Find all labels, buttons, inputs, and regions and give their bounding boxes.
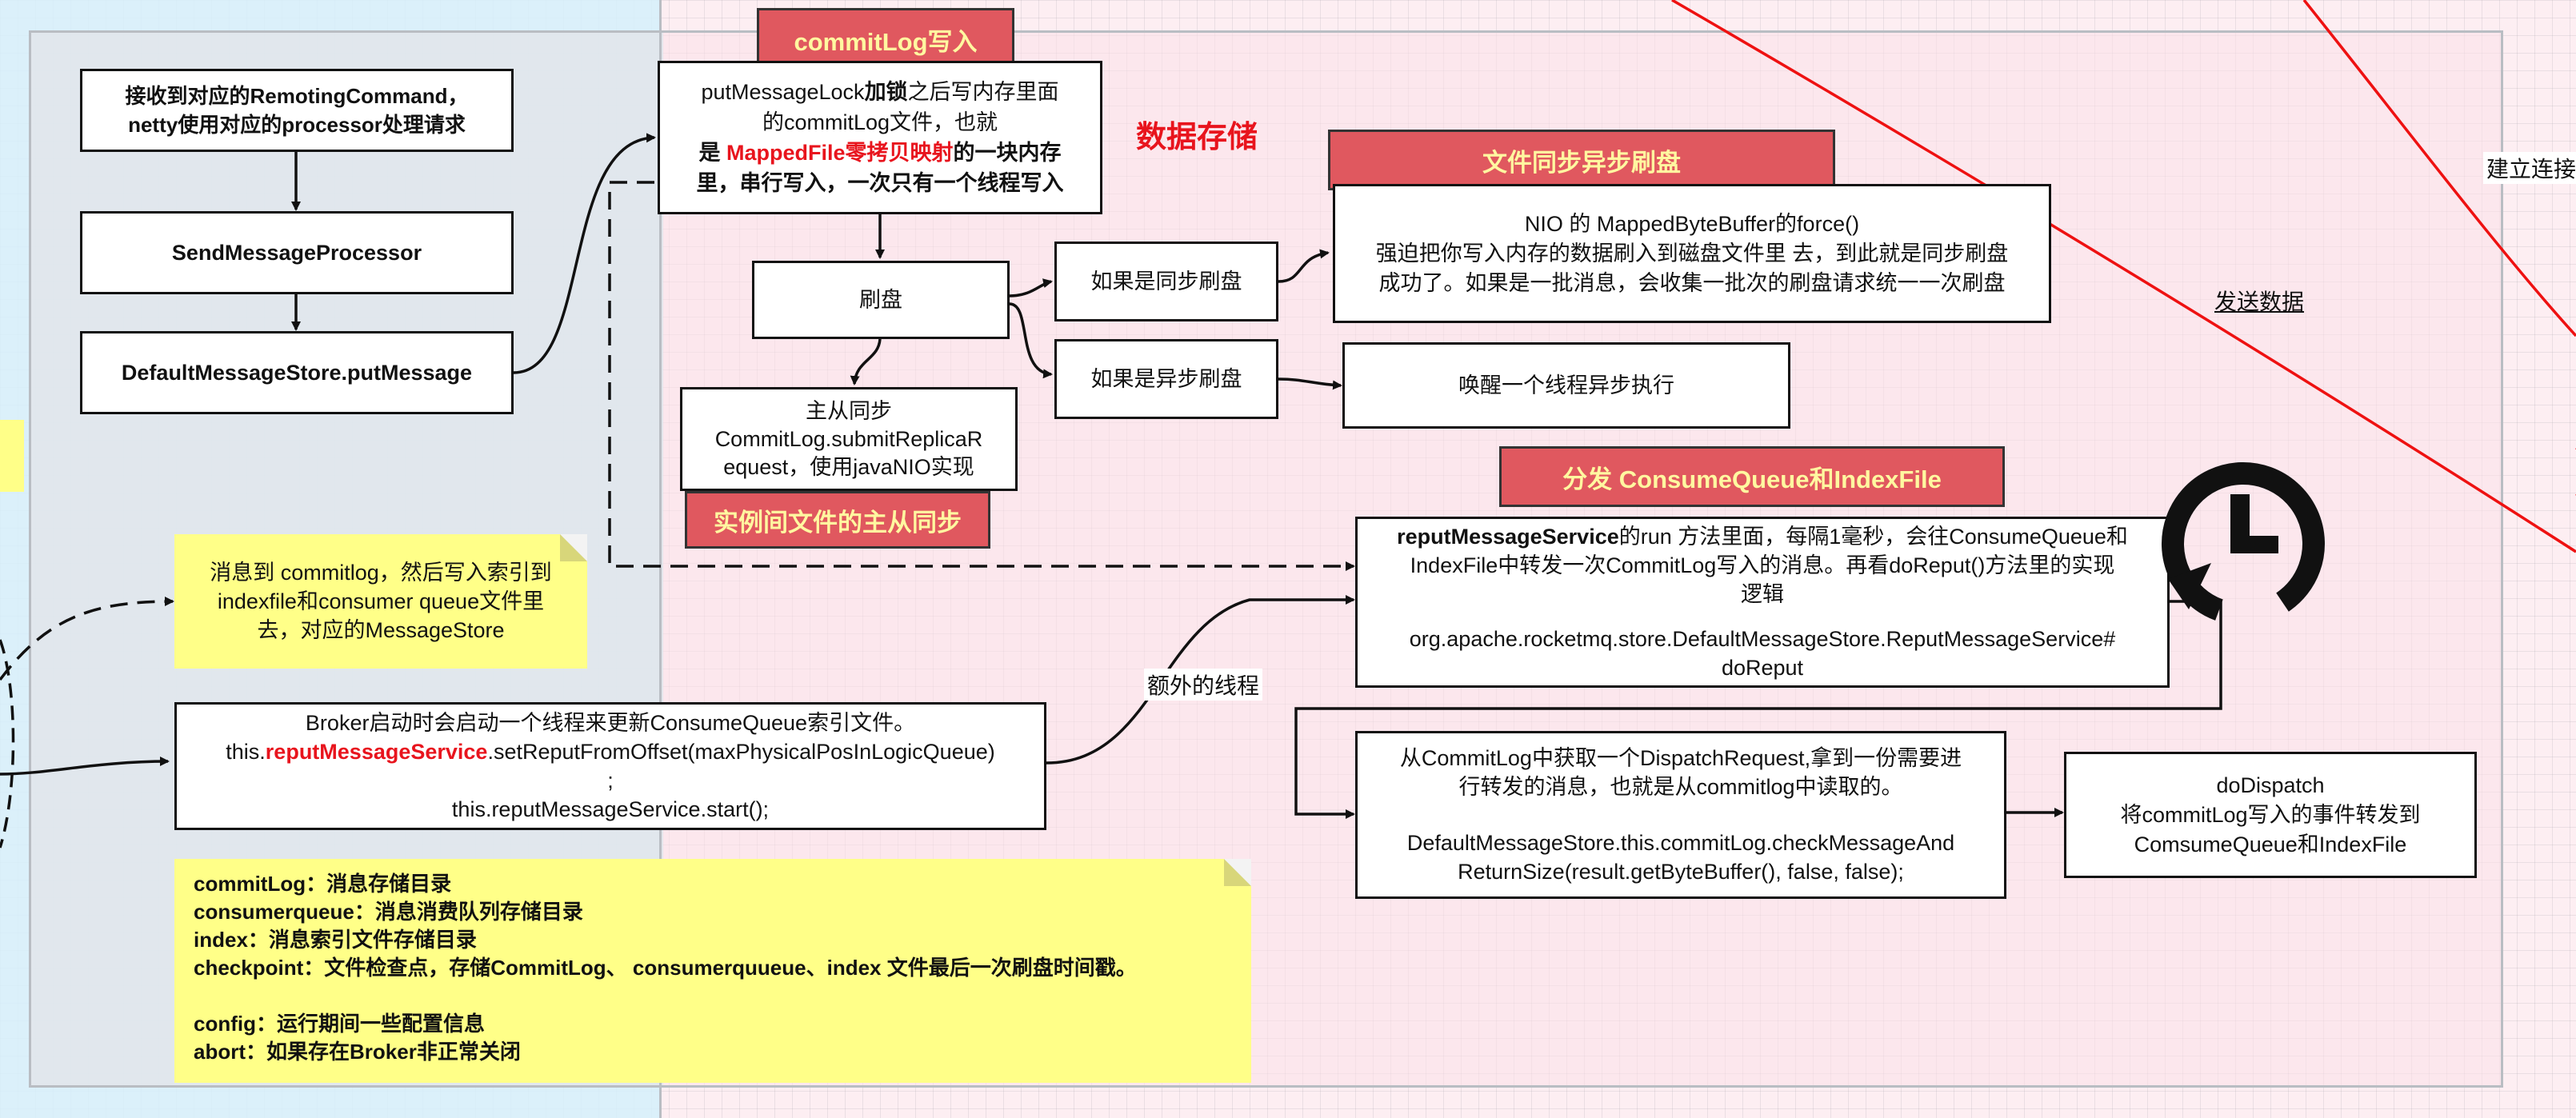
async-flush-box: 如果是异步刷盘 (1054, 339, 1278, 419)
arrow-flush-to-async (1009, 302, 1053, 379)
region-divider (659, 0, 662, 1118)
dashed-commitlog-to-reput (608, 181, 1355, 571)
wake-thread-label: 唤醒一个线程异步执行 (1458, 373, 1674, 397)
write-memory-text: 之后写内存里面 (907, 80, 1059, 104)
broker-line-4: this.reputMessageService.start(); (451, 797, 770, 821)
dispatch-line-5: ReturnSize(result.getByteBuffer(), false… (1458, 860, 1904, 884)
broker-reput-text: reputMessageService (265, 740, 488, 764)
dir-line-2: consumerqueue：消息消费队列存储目录 (194, 900, 583, 924)
connection-line-2 (2302, 0, 2576, 337)
broker-offset-text: .setReputFromOffset(maxPhysicalPosInLogi… (487, 740, 995, 764)
reput-line-5: doReput (1721, 656, 1804, 680)
broker-line-1: Broker启动时会启动一个线程来更新ConsumeQueue索引文件。 (305, 711, 916, 735)
dir-line-5 (194, 982, 1232, 1010)
note-line-2: indexfile和consumer queue文件里 (217, 589, 545, 613)
receive-command-box: 接收到对应的RemotingCommand， netty使用对应的process… (80, 69, 514, 152)
reput-line-2: IndexFile中转发一次CommitLog写入的消息。再看doReput()… (1410, 553, 2115, 577)
clock-refresh-icon (2162, 462, 2325, 625)
nio-line-3: 成功了。如果是一批消息，会收集一批次的刷盘请求统一一次刷盘 (1378, 270, 2006, 295)
reput-service-box: reputMessageService的run 方法里面，每隔1毫秒，会往Con… (1355, 517, 2170, 688)
arrow-flush-to-replica (850, 338, 882, 385)
async-flush-label: 如果是异步刷盘 (1090, 366, 1242, 391)
reput-service-name: reputMessageService (1397, 525, 1619, 549)
broker-this-text: this. (226, 740, 266, 764)
note-line-3: 去，对应的MessageStore (257, 618, 505, 642)
dir-line-3: index：消息索引文件存储目录 (194, 928, 477, 952)
flush-label: 刷盘 (859, 287, 902, 312)
do-dispatch-box: doDispatch 将commitLog写入的事件转发到 ComsumeQue… (2064, 752, 2477, 878)
sync-flush-box: 如果是同步刷盘 (1054, 242, 1278, 321)
arrow-async-to-wake (1278, 377, 1342, 390)
sync-flush-label: 如果是同步刷盘 (1090, 269, 1242, 293)
master-slave-line-3: equest，使用javaNIO实现 (723, 454, 974, 479)
arrow-sync-to-nio (1278, 249, 1330, 283)
flush-box: 刷盘 (752, 261, 1010, 339)
dashed-left-curve (0, 639, 15, 848)
master-slave-line-1: 主从同步 (806, 398, 892, 423)
dashed-left-to-note (0, 597, 174, 681)
dir-line-7: abort：如果存在Broker非正常关闭 (194, 1040, 521, 1064)
dispatch-title: 分发 ConsumeQueue和IndexFile (1499, 446, 2005, 507)
directories-note: commitLog：消息存储目录 consumerqueue：消息消费队列存储目… (174, 859, 1251, 1083)
send-processor-label: SendMessageProcessor (171, 240, 422, 265)
send-message-processor-box: SendMessageProcessor (80, 211, 514, 294)
dir-line-1: commitLog：消息存储目录 (194, 872, 452, 896)
dispatch-request-box: 从CommitLog中获取一个DispatchRequest,拿到一份需要进 行… (1355, 731, 2006, 899)
connection-line-1 (1671, 0, 2576, 553)
extra-thread-label: 额外的线程 (1144, 669, 1263, 701)
replica-title: 实例间文件的主从同步 (685, 491, 990, 549)
file-flush-title: 文件同步异步刷盘 (1328, 130, 1835, 190)
receive-line-2: netty使用对应的processor处理请求 (128, 113, 466, 137)
reput-line-1: 的run 方法里面，每隔1毫秒，会往ConsumeQueue和 (1618, 525, 2128, 549)
note-line-1: 消息到 commitlog，然后写入索引到 (210, 561, 552, 585)
nio-line-2: 强迫把你写入内存的数据刷入到磁盘文件里 去，到此就是同步刷盘 (1375, 241, 2009, 266)
arrow-left-to-broker (0, 757, 170, 776)
establish-connection-label: 建立连接 (2483, 152, 2576, 184)
message-store-note: 消息到 commitlog，然后写入索引到 indexfile和consumer… (174, 534, 587, 669)
master-slave-box: 主从同步 CommitLog.submitReplicaR equest，使用j… (680, 387, 1018, 491)
wake-thread-box: 唤醒一个线程异步执行 (1342, 342, 1790, 429)
master-slave-line-2: CommitLog.submitReplicaR (714, 426, 983, 451)
memory-block-text: 的一块内存 (953, 141, 1062, 165)
put-message-box: DefaultMessageStore.putMessage (80, 331, 514, 414)
is-text: 是 (698, 141, 726, 165)
put-lock-text: putMessageLock (701, 80, 865, 104)
commitlog-file-text: 的commitLog文件，也就 (762, 110, 998, 134)
arrow-flush-to-sync (1009, 278, 1053, 297)
broker-line-3: ; (607, 769, 614, 793)
reput-line-4: org.apache.rocketmq.store.DefaultMessage… (1409, 627, 2116, 651)
nio-force-box: NIO 的 MappedByteBuffer的force() 强迫把你写入内存的… (1333, 184, 2051, 323)
lock-text: 加锁 (864, 80, 908, 104)
commitlog-write-title: commitLog写入 (757, 8, 1014, 70)
commitlog-write-box: putMessageLock加锁之后写内存里面 的commitLog文件，也就 … (658, 61, 1102, 214)
do-dispatch-line-2: 将commitLog写入的事件转发到 (2120, 802, 2421, 827)
dispatch-line-2: 行转发的消息，也就是从commitlog中读取的。 (1458, 775, 1903, 799)
broker-start-box: Broker启动时会启动一个线程来更新ConsumeQueue索引文件。 thi… (174, 702, 1046, 830)
partial-note (0, 420, 24, 492)
arrow-putmessage-to-commitlog (513, 133, 656, 374)
put-message-label: DefaultMessageStore.putMessage (121, 360, 473, 385)
receive-line-1: 接收到对应的RemotingCommand， (125, 84, 469, 108)
mapped-file-text: MappedFile零拷贝映射 (726, 141, 954, 165)
serial-write-text: 里，串行写入，一次只有一个线程写入 (696, 171, 1064, 195)
do-dispatch-line-1: doDispatch (2216, 773, 2325, 797)
dispatch-line-4: DefaultMessageStore.this.commitLog.check… (1406, 831, 1955, 855)
dir-line-6: config：运行期间一些配置信息 (194, 1012, 485, 1036)
storage-region-title: 数据存储 (1136, 121, 1258, 154)
reput-line-3: 逻辑 (1741, 582, 1784, 606)
do-dispatch-line-3: ComsumeQueue和IndexFile (2134, 832, 2407, 856)
dispatch-line-1: 从CommitLog中获取一个DispatchRequest,拿到一份需要进 (1399, 746, 1962, 770)
nio-line-1: NIO 的 MappedByteBuffer的force() (1524, 211, 1860, 236)
dir-line-4: checkpoint：文件检查点，存储CommitLog、 consumerqu… (194, 956, 1137, 980)
send-data-label: 发送数据 (2214, 289, 2305, 314)
